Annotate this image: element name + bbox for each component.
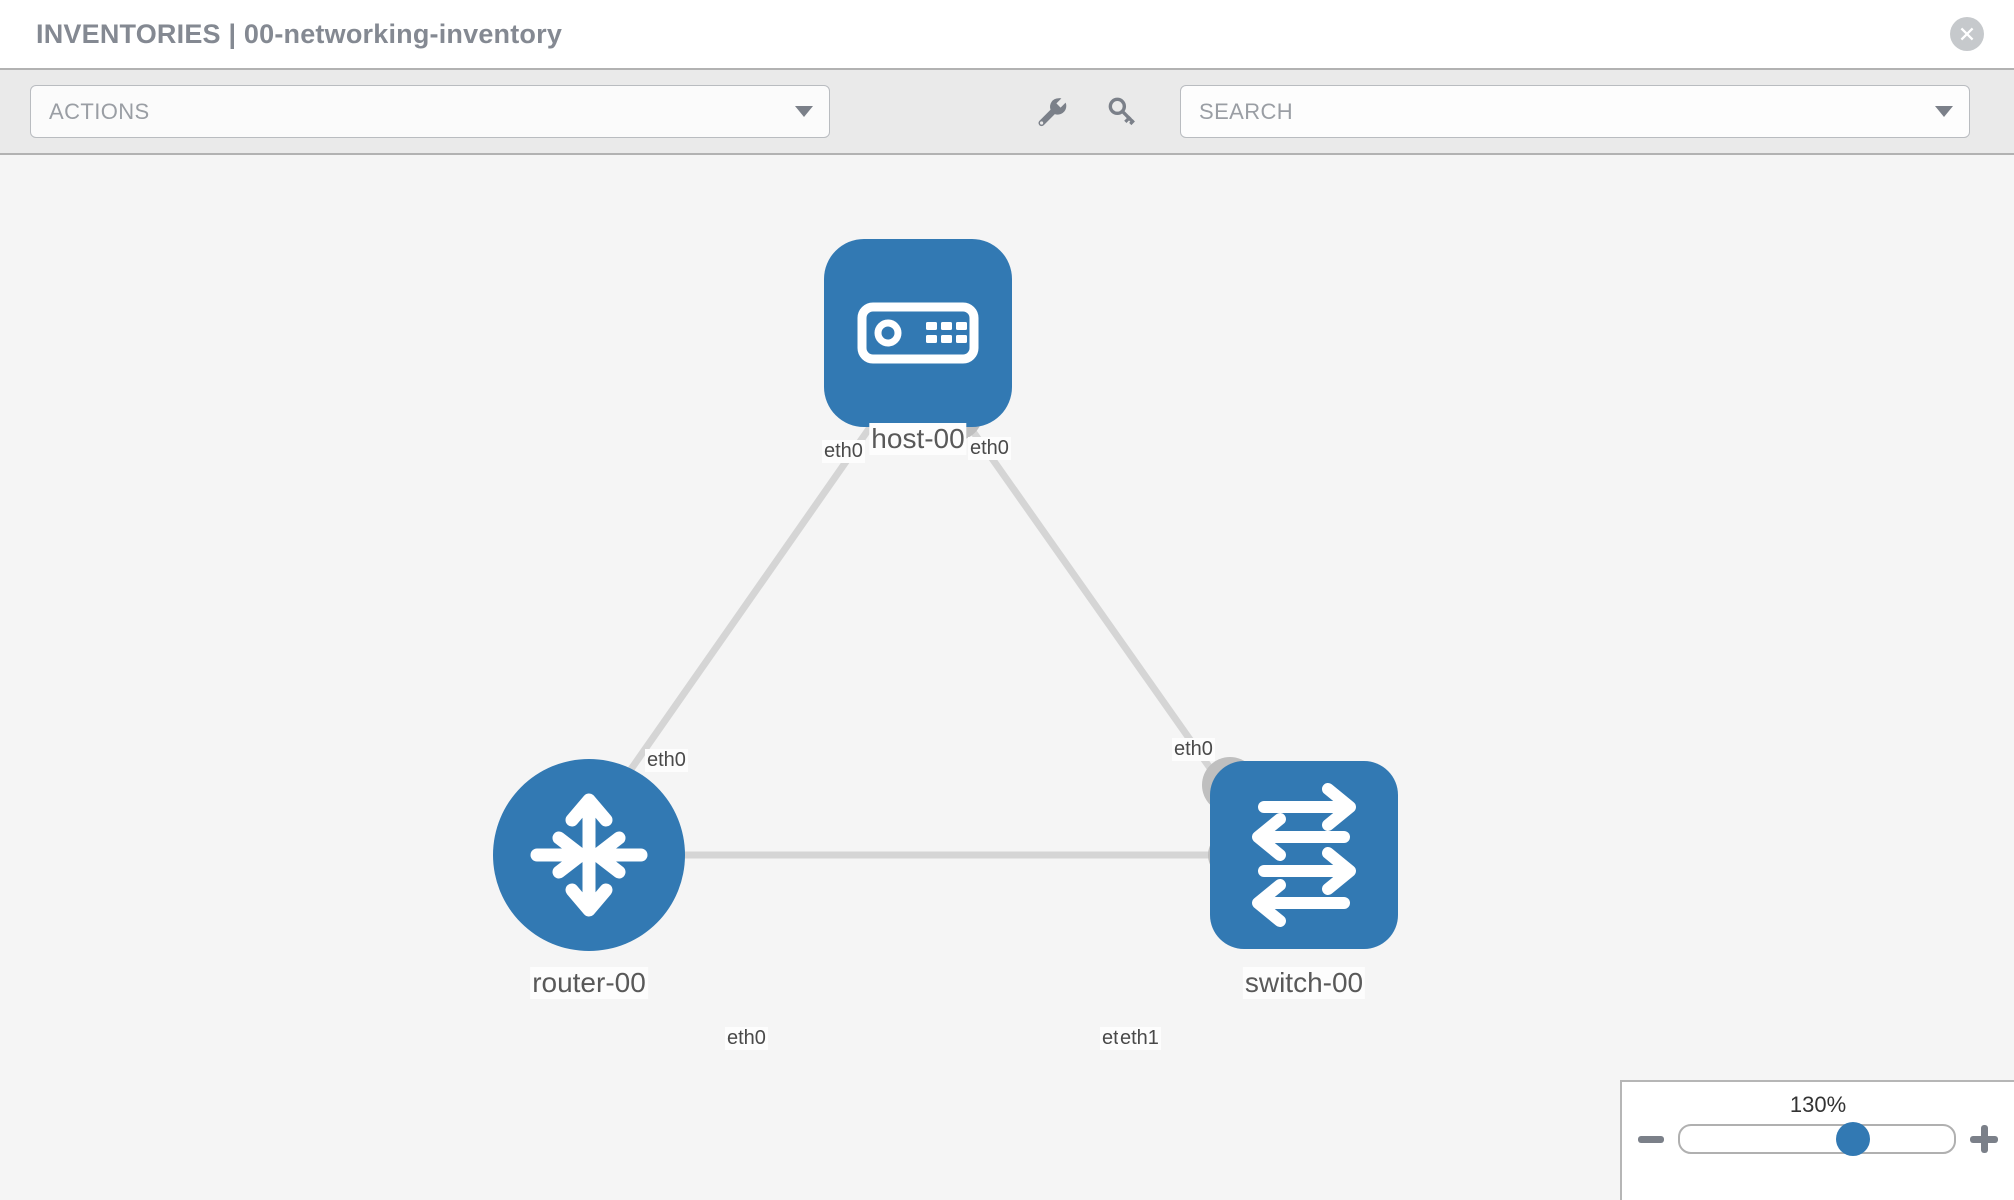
edge-label-router-diag-eth: eth0 xyxy=(645,749,688,772)
edge-label-host-left-eth: eth0 xyxy=(822,440,865,463)
toolbar: ACTIONS SEARCH xyxy=(0,68,2014,155)
topology-canvas[interactable]: host-00 router-00 switch-00 eth0 eth0 et… xyxy=(0,155,2014,1200)
zoom-out-button[interactable] xyxy=(1638,1135,1664,1143)
edge-label-router-horiz-eth: eth0 xyxy=(725,1027,768,1050)
wrench-icon[interactable] xyxy=(1030,91,1072,133)
search-placeholder: SEARCH xyxy=(1199,98,1294,124)
edge-host-router[interactable] xyxy=(617,410,883,788)
edge-label-switch-diag-eth: eth0 xyxy=(1172,738,1215,761)
edge-host-switch[interactable] xyxy=(957,410,1225,788)
actions-dropdown[interactable]: ACTIONS xyxy=(30,85,830,138)
node-switch-00[interactable] xyxy=(1210,761,1398,949)
node-router-00[interactable] xyxy=(493,759,685,951)
edge-label-host-right-eth: eth0 xyxy=(968,437,1011,460)
zoom-control-panel: 130% xyxy=(1620,1080,2014,1200)
node-host-00[interactable] xyxy=(824,239,1012,427)
edge-label-switch-horiz-eth: eth1 xyxy=(1118,1027,1161,1050)
actions-dropdown-label: ACTIONS xyxy=(49,98,150,124)
zoom-level-value: 130% xyxy=(1789,1092,1847,1117)
node-label-host-00: host-00 xyxy=(869,423,967,455)
zoom-in-button[interactable] xyxy=(1970,1125,1998,1153)
toolbar-icon-group xyxy=(1030,91,1144,133)
key-icon[interactable] xyxy=(1102,91,1144,133)
edge-group xyxy=(617,410,1232,859)
zoom-slider-track[interactable] xyxy=(1678,1122,1956,1156)
node-label-router-00: router-00 xyxy=(530,967,648,999)
close-icon[interactable] xyxy=(1950,17,1984,51)
zoom-slider-row xyxy=(1622,1122,2014,1156)
zoom-slider-thumb[interactable] xyxy=(1835,1122,1870,1156)
chevron-down-icon xyxy=(795,106,813,117)
topology-graph xyxy=(493,239,1398,951)
chevron-down-icon xyxy=(1935,106,1953,117)
node-label-switch-00: switch-00 xyxy=(1242,967,1366,999)
page-title: INVENTORIES | 00-networking-inventory xyxy=(36,18,563,49)
page-header: INVENTORIES | 00-networking-inventory xyxy=(0,0,2014,68)
search-input[interactable]: SEARCH xyxy=(1180,85,1970,138)
